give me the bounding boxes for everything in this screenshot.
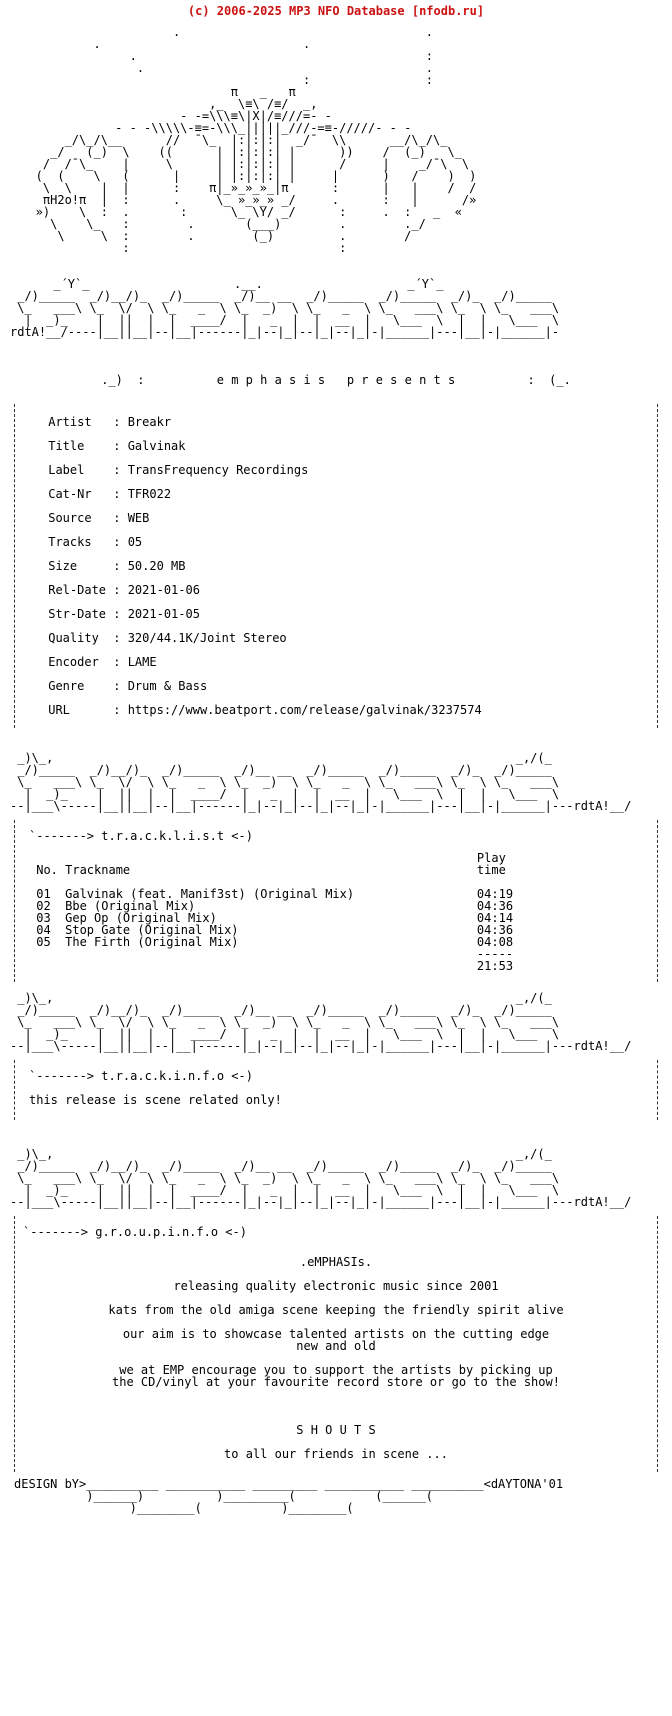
emphasis-logo-main: _´Y`_ .__. _´Y`_ _/)_____ _/)__/)_ _/)__…: [10, 277, 560, 339]
tracklist-title: `-------> t.r.a.c.k.l.i.s.t <-): [29, 829, 253, 843]
tracklist-section: `-------> t.r.a.c.k.l.i.s.t <-) Play No.…: [14, 820, 658, 982]
groupinfo-title: `-------> g.r.o.u.p.i.n.f.o <-): [23, 1225, 247, 1239]
release-info-section: Artist : Breakr Title : Galvinak Label :…: [14, 404, 658, 728]
emphasis-logo-trackinfo-separator: _)\_, _,/(_ _/)_____ _/)__/)_ _/)_____ _…: [10, 991, 632, 1053]
emphasis-logo-tracklist-separator: _)\_, _,/(_ _/)_____ _/)__/)_ _/)_____ _…: [10, 751, 632, 813]
presents-line: ._) : e m p h a s i s p r e s e n t s : …: [101, 373, 571, 387]
site-header: (c) 2006-2025 MP3 NFO Database [nfodb.ru…: [187, 4, 485, 18]
tracklist-table: Play No. Trackname time 01 Galvinak (fea…: [36, 851, 514, 973]
emphasis-logo-groupinfo-separator: _)\_, _,/(_ _/)_____ _/)__/)_ _/)_____ _…: [10, 1147, 632, 1209]
groupinfo-section: `-------> g.r.o.u.p.i.n.f.o <-) .eMPHASI…: [14, 1216, 658, 1472]
ascii-art-waterpipe: . . . . . : . .: [35, 25, 477, 255]
trackinfo-title: `-------> t.r.a.c.k.i.n.f.o <-): [29, 1069, 253, 1083]
trackinfo-note: this release is scene related only!: [29, 1093, 282, 1107]
release-fields: Artist : Breakr Title : Galvinak Label :…: [48, 415, 482, 717]
groupinfo-text: .eMPHASIs. releasing quality electronic …: [108, 1255, 564, 1461]
design-credits: dESIGN bY>__________ ___________ _______…: [14, 1477, 564, 1515]
trackinfo-section: `-------> t.r.a.c.k.i.n.f.o <-) this rel…: [14, 1060, 658, 1120]
